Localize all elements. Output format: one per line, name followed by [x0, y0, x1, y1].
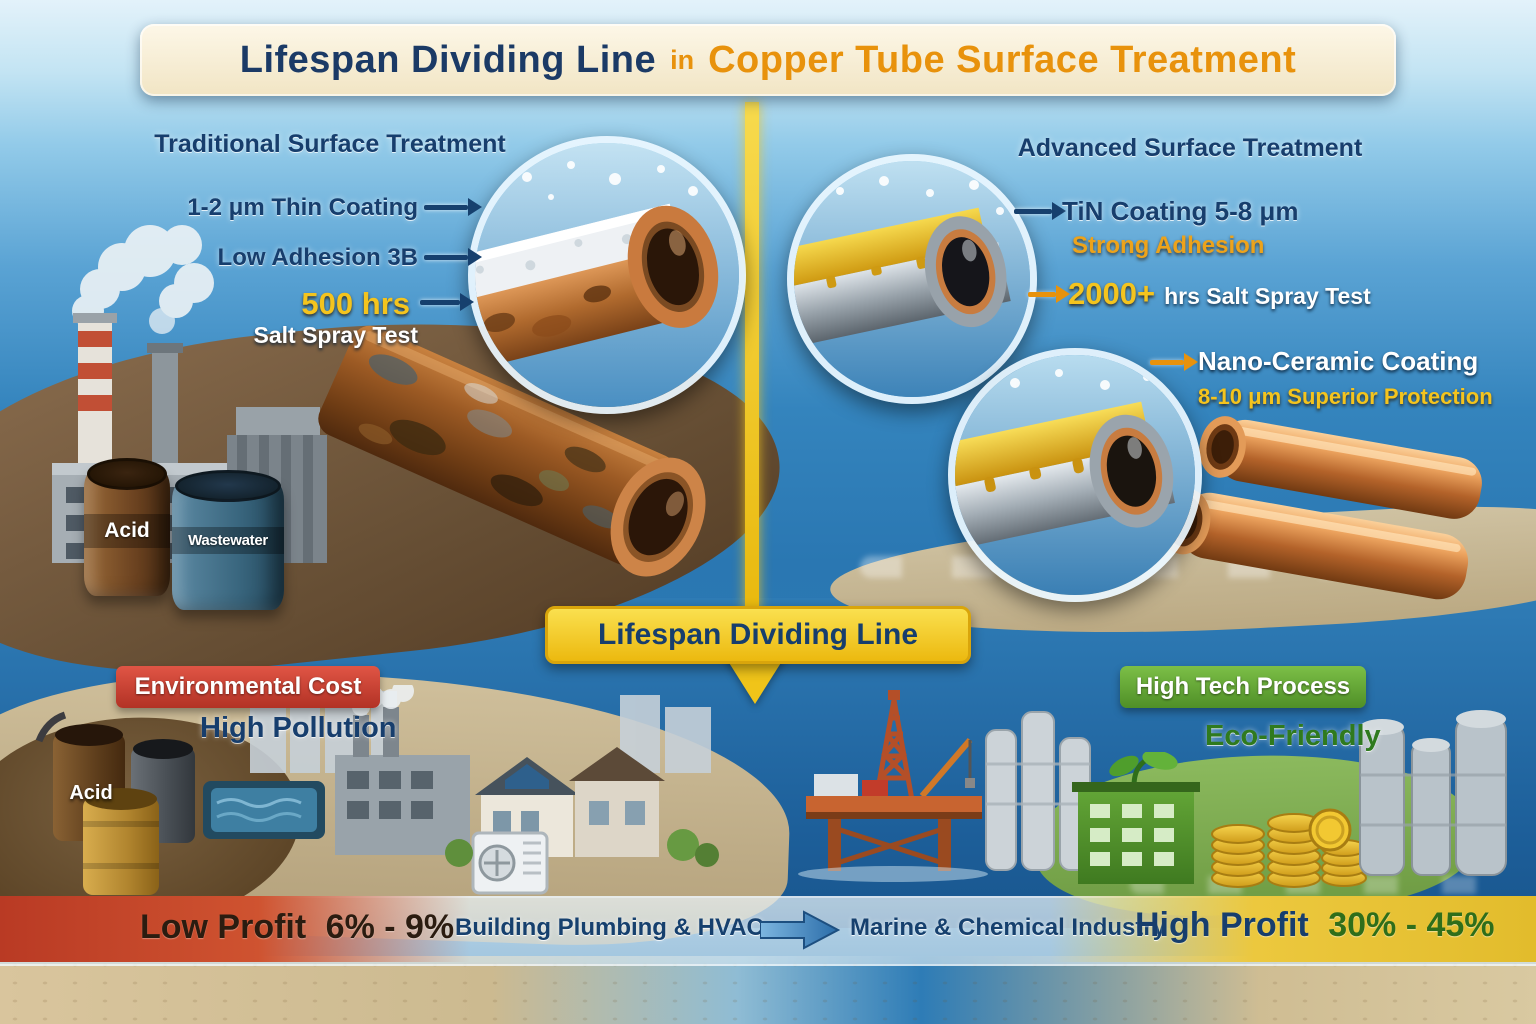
traditional-section-header: Traditional Surface Treatment: [154, 130, 506, 158]
high-tech-process-banner: High Tech Process: [1120, 666, 1366, 708]
page-title-connector: in: [670, 44, 695, 75]
green-factory-coins-illustration: [1068, 750, 1368, 892]
wastewater-barrel-label: Wastewater: [172, 526, 284, 554]
divider-banner-label: Lifespan Dividing Line: [597, 618, 919, 651]
city-scene-illustration: [35, 680, 725, 900]
advanced-salt-spray-group: 2000+ hrs Salt Spray Test: [1068, 276, 1371, 312]
nano-coating-detail-label: 8-10 μm Superior Protection: [1198, 384, 1493, 409]
pointer-arrow-icon: [1014, 202, 1066, 220]
high-profit-value: 30% - 45%: [1328, 906, 1495, 944]
bottom-sand-strip: [0, 956, 1536, 1024]
chemical-tanks-illustration: [1352, 695, 1532, 885]
tin-coating-label: TiN Coating 5-8 μm: [1062, 196, 1299, 226]
advanced-salt-test-label: hrs Salt Spray Test: [1164, 283, 1371, 309]
high-tech-process-label: High Tech Process: [1135, 673, 1351, 700]
divider-banner: Lifespan Dividing Line: [545, 606, 971, 664]
page-title-main: Lifespan Dividing Line: [239, 38, 657, 81]
advanced-section-header: Advanced Surface Treatment: [1017, 134, 1363, 162]
pointer-arrow-icon: [1028, 285, 1070, 303]
high-profit-group: High Profit 30% - 45%: [1135, 906, 1495, 945]
salt-spray-test-label: Salt Spray Test: [253, 322, 418, 348]
page-title-accent: Copper Tube Surface Treatment: [708, 38, 1297, 81]
inset-traditional-coating: [468, 136, 746, 414]
oil-rig-illustration: [788, 678, 998, 883]
nano-coating-label: Nano-Ceramic Coating: [1198, 346, 1479, 376]
low-profit-group: Low Profit 6% - 9%: [140, 908, 454, 947]
divider-line: [745, 102, 759, 614]
advanced-salt-hours-label: 2000+: [1068, 276, 1156, 311]
low-profit-label: Low Profit: [140, 908, 307, 946]
environmental-cost-label: Environmental Cost: [134, 673, 362, 700]
title-banner: Lifespan Dividing Line in Copper Tube Su…: [140, 24, 1396, 96]
low-profit-strip: [0, 896, 470, 962]
left-market-label: Building Plumbing & HVAC: [455, 914, 764, 941]
low-profit-value: 6% - 9%: [325, 908, 455, 946]
high-profit-strip: [1050, 896, 1536, 962]
acid-barrel-label: Acid: [84, 514, 170, 549]
corroded-tube-illustration: [299, 294, 738, 621]
right-market-label: Marine & Chemical Industry: [850, 914, 1167, 941]
pointer-arrow-icon: [424, 198, 482, 216]
salt-spray-hours-label: 500 hrs: [301, 286, 410, 321]
wastewater-barrel: Wastewater: [172, 470, 284, 610]
inset-tin-coating: [787, 154, 1037, 404]
low-adhesion-label: Low Adhesion 3B: [217, 244, 418, 271]
acid-barrel: Acid: [84, 458, 170, 596]
pointer-arrow-icon: [424, 248, 482, 266]
acid-barrel-bottom-label: Acid: [69, 782, 113, 804]
smoke-puffs: [72, 225, 214, 334]
high-pollution-label: High Pollution: [200, 712, 397, 744]
environmental-cost-banner: Environmental Cost: [116, 666, 380, 708]
pointer-arrow-icon: [1150, 353, 1198, 371]
eco-friendly-label: Eco-Friendly: [1205, 720, 1381, 752]
flow-arrow-icon: [759, 908, 841, 957]
chemical-silos-illustration: [982, 702, 1097, 877]
pointer-arrow-icon: [420, 293, 474, 311]
thin-coating-label: 1-2 μm Thin Coating: [187, 194, 418, 221]
high-profit-label: High Profit: [1135, 906, 1309, 944]
inset-nano-coating: [948, 348, 1202, 602]
strong-adhesion-label: Strong Adhesion: [1072, 232, 1265, 259]
